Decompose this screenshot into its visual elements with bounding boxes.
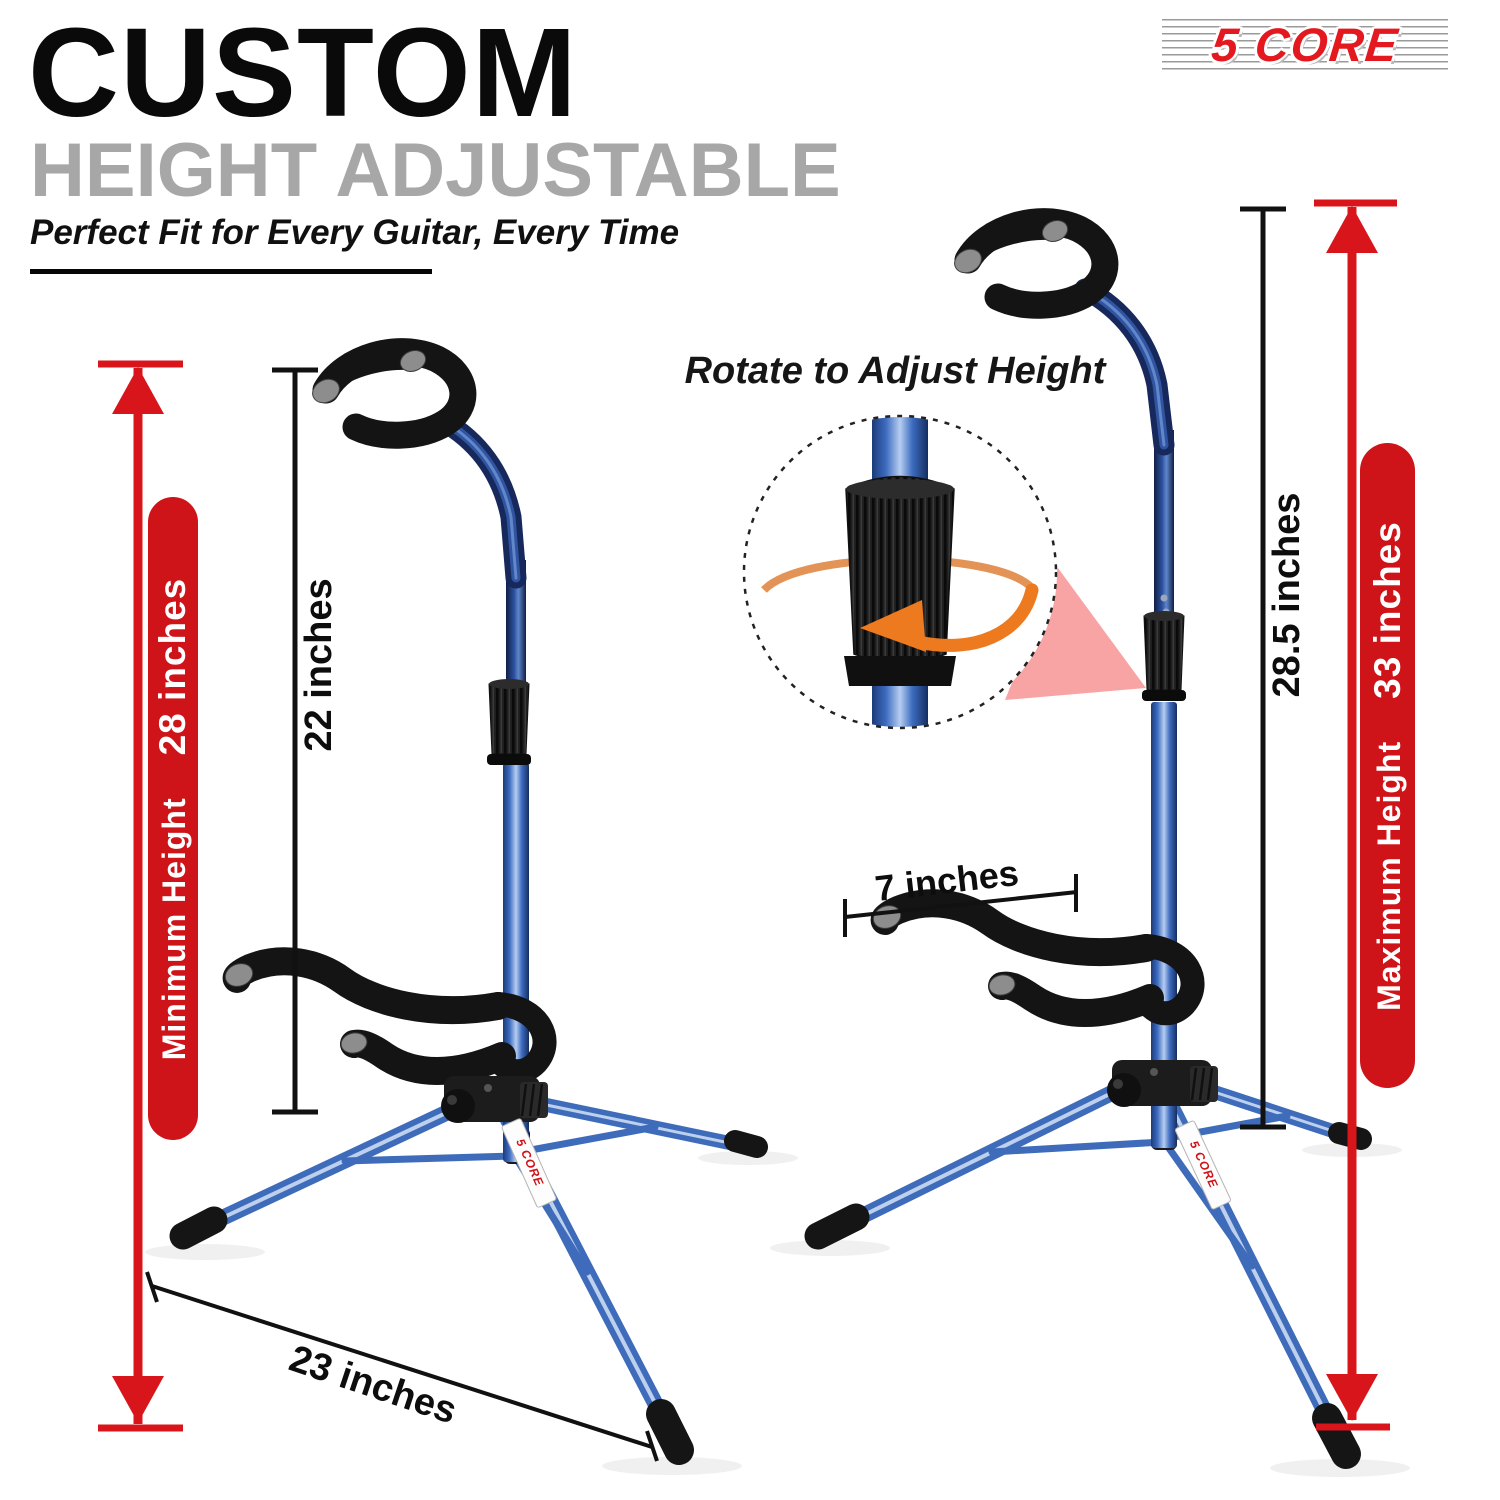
max-height-label: Maximum Height (1370, 740, 1407, 1011)
min-height-value: 28 inches (152, 577, 193, 755)
tagline: Perfect Fit for Every Guitar, Every Time (30, 213, 680, 252)
base-width-dimension-line (145, 1271, 659, 1462)
min-height-label: Minimum Height (156, 796, 192, 1060)
guitar-body-yoke (222, 947, 557, 1085)
page-title: CUSTOM (28, 2, 578, 143)
zoom-inset-circle (742, 414, 1058, 730)
brand-logo: 5 CORE (1162, 13, 1448, 75)
pole-dimension-line-right (1240, 206, 1286, 1130)
pole-length-label-left: 22 inches (298, 578, 340, 752)
max-height-value: 33 inches (1366, 520, 1408, 699)
height-lock-knob (487, 679, 531, 765)
min-height-arrow (98, 360, 183, 1432)
max-height-arrow (1314, 199, 1397, 1431)
guitar-body-yoke (870, 889, 1205, 1027)
neck-hanger (312, 338, 477, 449)
page-subtitle: HEIGHT ADJUSTABLE (30, 128, 841, 213)
brand-logo-text: 5 CORE (1208, 17, 1402, 71)
yoke-width-dimension-line (843, 874, 1078, 937)
pole-dimension-line-left (272, 367, 318, 1115)
min-height-badge-text: Minimum Height 28 inches (151, 509, 195, 1129)
max-height-badge-text: Maximum Height 33 inches (1366, 456, 1410, 1076)
rotation-arrow-icon (860, 583, 1039, 652)
tripod-clamp (1107, 1060, 1218, 1107)
neck-hanger (954, 208, 1119, 319)
max-height-badge: Maximum Height 33 inches (1360, 443, 1415, 1088)
guitar-stand-right (770, 208, 1410, 1477)
rotate-callout-label: Rotate to Adjust Height (684, 350, 1106, 392)
tripod-clamp (441, 1076, 548, 1123)
height-lock-knob (1142, 611, 1186, 701)
min-height-badge: Minimum Height 28 inches (148, 497, 198, 1140)
guitar-stand-left (145, 338, 798, 1475)
callout-beam (1005, 568, 1146, 700)
tagline-underline (30, 269, 432, 274)
pole-length-label-right: 28.5 inches (1266, 492, 1308, 698)
